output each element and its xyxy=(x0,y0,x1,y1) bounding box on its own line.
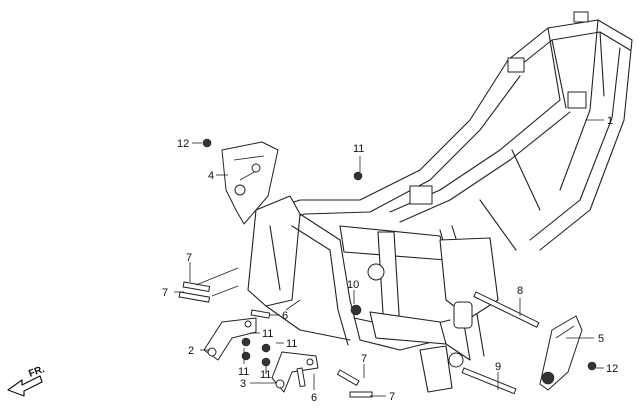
bracket-4 xyxy=(221,141,279,225)
main-frame xyxy=(247,11,633,393)
callout-9: 9 xyxy=(495,361,501,373)
bolt-7-upper xyxy=(178,281,211,303)
callout-6-upper: 6 xyxy=(282,310,288,322)
callout-11-c: 11 xyxy=(238,366,249,378)
callout-11-b: 11 xyxy=(286,338,297,350)
callout-6-lower: 6 xyxy=(311,392,317,404)
bolt-8 xyxy=(473,291,540,328)
callout-10: 10 xyxy=(347,279,359,291)
side-cover-5 xyxy=(539,315,583,391)
callout-11-a: 11 xyxy=(262,328,273,340)
bolt-6-lower xyxy=(296,367,306,388)
bolt-7-lower xyxy=(336,369,373,398)
nut-12-right xyxy=(587,361,597,371)
callout-11-d: 11 xyxy=(260,369,271,381)
callout-1: 1 xyxy=(607,115,613,127)
bracket-3 xyxy=(271,351,319,393)
callout-12-right: 12 xyxy=(606,363,618,375)
callout-11-top: 11 xyxy=(353,143,364,155)
callout-3: 3 xyxy=(240,378,246,390)
front-direction-label: FR. xyxy=(27,364,46,380)
bolt-6-upper xyxy=(250,309,271,319)
callout-4: 4 xyxy=(208,170,214,182)
callout-7-mid: 7 xyxy=(361,353,367,365)
callout-7-bottom: 7 xyxy=(389,391,395,403)
leader-lines xyxy=(174,119,604,397)
nuts-11-lower xyxy=(241,337,271,367)
callout-5: 5 xyxy=(598,333,604,345)
bolt-9 xyxy=(461,367,517,395)
callout-2: 2 xyxy=(188,345,194,357)
nut-10 xyxy=(350,304,362,316)
nut-12-left xyxy=(202,138,212,148)
front-direction-arrow-icon xyxy=(7,375,43,397)
callout-7-top: 7 xyxy=(186,252,192,264)
callout-8: 8 xyxy=(517,285,523,297)
callout-7-left: 7 xyxy=(162,287,168,299)
nut-11-top xyxy=(353,171,363,181)
callout-12-left: 12 xyxy=(177,138,189,150)
